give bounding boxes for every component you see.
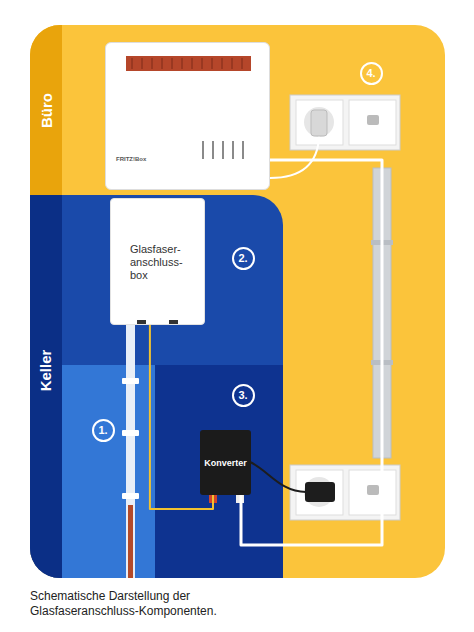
fiber-pipe (126, 325, 135, 578)
vent-slot (212, 58, 213, 69)
vent-slot (242, 58, 243, 69)
status-led (222, 141, 224, 159)
power-adapter (305, 482, 335, 502)
status-led (212, 141, 214, 159)
power-cable (270, 136, 319, 178)
office-strip (30, 25, 62, 195)
caption: Schematische Darstellung der Glasfaseran… (30, 589, 240, 619)
pipe-clamp (122, 493, 139, 499)
socket-frame (290, 95, 400, 150)
lan-socket (349, 100, 396, 145)
vent-slot (172, 58, 173, 69)
converter-box: Konverter (200, 430, 251, 495)
lan-port (367, 485, 379, 495)
vent-slot (232, 58, 233, 69)
box-decoration (106, 43, 269, 189)
office-area (30, 25, 445, 578)
power-plug (311, 110, 327, 136)
vent-slot (192, 58, 193, 69)
vent-slot (202, 58, 203, 69)
lan-port (367, 115, 379, 125)
vent-slot (222, 58, 223, 69)
fiber-box: Glasfaser- anschluss- box (110, 198, 205, 325)
node-text: Glasfaser- anschluss- box (130, 243, 183, 282)
cellar-area (30, 195, 283, 578)
callout-number: 1. (92, 419, 115, 442)
vent-slot (182, 58, 183, 69)
cellar-strip (30, 195, 62, 578)
lan-socket (349, 470, 396, 515)
cellar-zone (62, 365, 155, 578)
status-led (202, 141, 204, 159)
pipe-clamp (122, 430, 139, 436)
router-box: FRITZ!Box (105, 42, 270, 190)
vent-slot (132, 58, 133, 69)
vent-stripe (126, 56, 251, 71)
port (137, 320, 146, 324)
status-led (242, 141, 244, 159)
port (169, 320, 178, 324)
socket-hole (304, 477, 334, 507)
node-text: FRITZ!Box (116, 156, 146, 162)
callout-number: 4. (360, 62, 383, 85)
power-cable (250, 462, 306, 492)
vent-slot (152, 58, 153, 69)
callout-number: 2. (232, 247, 255, 270)
socket-hole (304, 107, 334, 137)
vent-slot (162, 58, 163, 69)
status-led (232, 141, 234, 159)
cable-connector (241, 160, 382, 545)
fiber-core (128, 505, 133, 578)
pipe-clamp (122, 378, 139, 384)
vent-slot (142, 58, 143, 69)
callout-number: 3. (232, 384, 255, 407)
office-region: BüroFRITZ!Box (30, 25, 445, 578)
node-text: Konverter (204, 458, 247, 468)
node-text: Büro (38, 93, 55, 128)
node-text: Keller (38, 349, 55, 391)
